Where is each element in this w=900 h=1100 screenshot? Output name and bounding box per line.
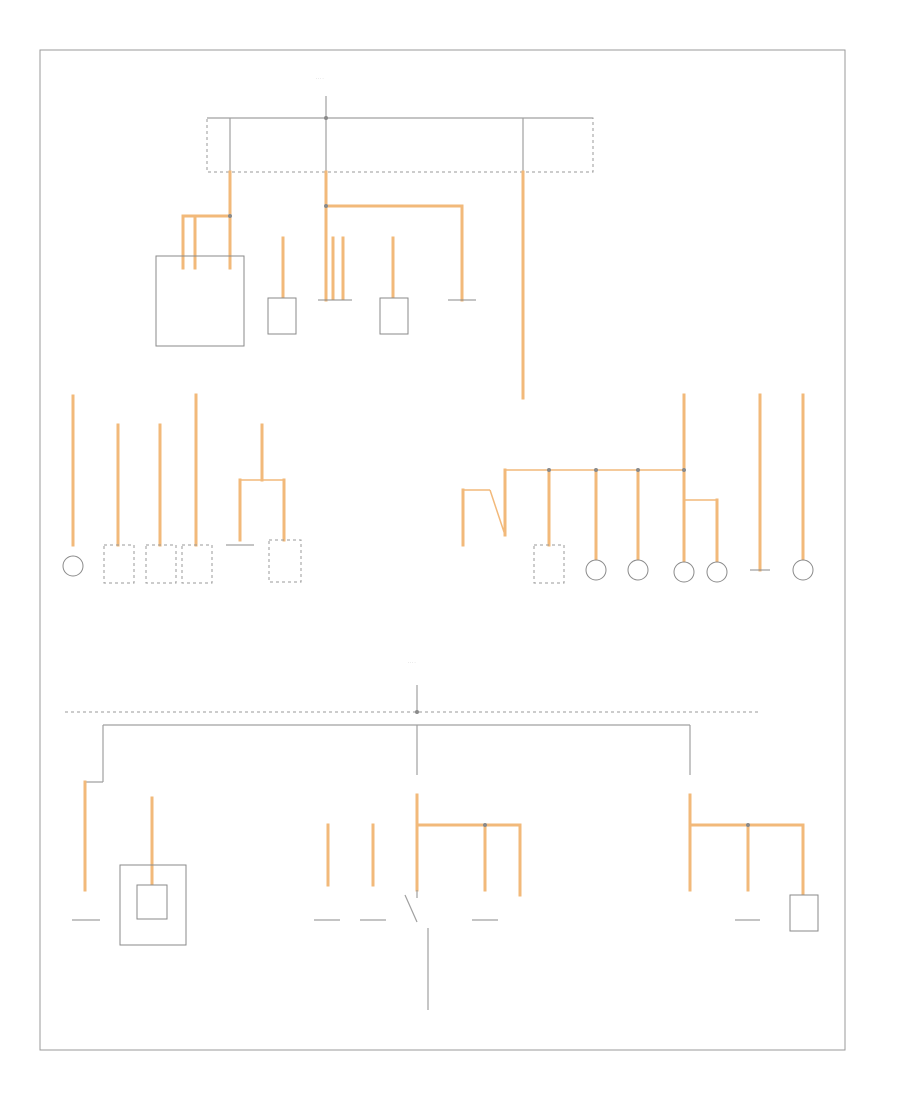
middle-right-loads	[461, 393, 814, 584]
control-module-box	[155, 255, 245, 347]
lamp-right-2	[627, 559, 649, 581]
illegible-annotations: · · · · · · · ·	[316, 77, 416, 665]
module-right-1	[533, 544, 565, 584]
lamp-right-5	[792, 559, 814, 581]
upper-wires	[181, 170, 525, 400]
module-left-4	[181, 544, 213, 584]
lower-right-module	[789, 894, 819, 932]
module-left-6	[268, 539, 302, 583]
ignition-switch-lever	[404, 894, 418, 923]
lamp-right-4	[706, 561, 728, 583]
lower-fuse-block	[65, 685, 760, 783]
svg-text:· · · ·: · · · ·	[316, 77, 324, 81]
lower-middle-loads	[314, 793, 522, 1010]
upper-components	[155, 255, 476, 347]
relay-component-1	[267, 297, 297, 335]
lower-relay	[136, 884, 168, 920]
upper-fuse-block	[206, 96, 594, 173]
lamp-right-1	[585, 559, 607, 581]
middle-left-loads	[62, 393, 302, 584]
relay-component-2	[379, 297, 409, 335]
lamp-1	[62, 555, 84, 577]
lower-left-loads	[72, 780, 187, 946]
module-left-3	[145, 544, 177, 584]
svg-text:· · · ·: · · · ·	[408, 661, 416, 665]
diagram-frame	[39, 49, 846, 1051]
module-left-2	[103, 544, 135, 584]
lower-module-box	[119, 864, 187, 946]
lower-right-loads	[688, 793, 819, 932]
lamp-right-3	[673, 561, 695, 583]
fuse-block-outline	[206, 117, 594, 173]
